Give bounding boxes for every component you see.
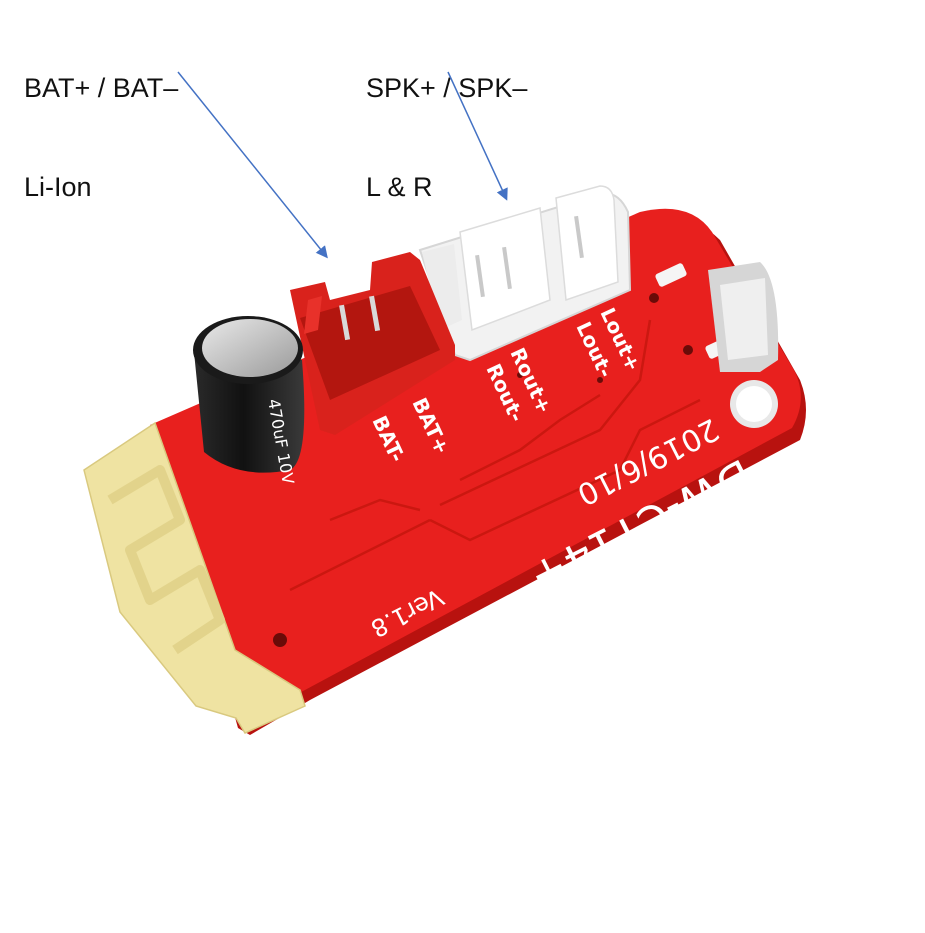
pcb-board [150,208,801,718]
side-connector [708,262,779,372]
antenna-trace [107,465,225,655]
speaker-connector [418,185,632,362]
battery-arrow [177,71,328,259]
speaker-callout-line2: L & R [366,172,433,202]
pcb-traces [289,319,701,592]
pcb-vias [273,293,693,647]
battery-connector [290,252,455,435]
smd-led-1 [655,263,687,287]
capacitor: 470uF 10V [193,316,305,486]
battery-callout-line2: Li-Ion [24,172,92,202]
speaker-callout-line1: SPK+ / SPK– [366,73,528,103]
speaker-arrow [447,71,508,201]
battery-callout-line1: BAT+ / BAT– [24,73,179,103]
speaker-callout: SPK+ / SPK– L & R [366,6,527,237]
battery-callout: BAT+ / BAT– Li-Ion [24,6,178,237]
mounting-hole [730,380,778,428]
